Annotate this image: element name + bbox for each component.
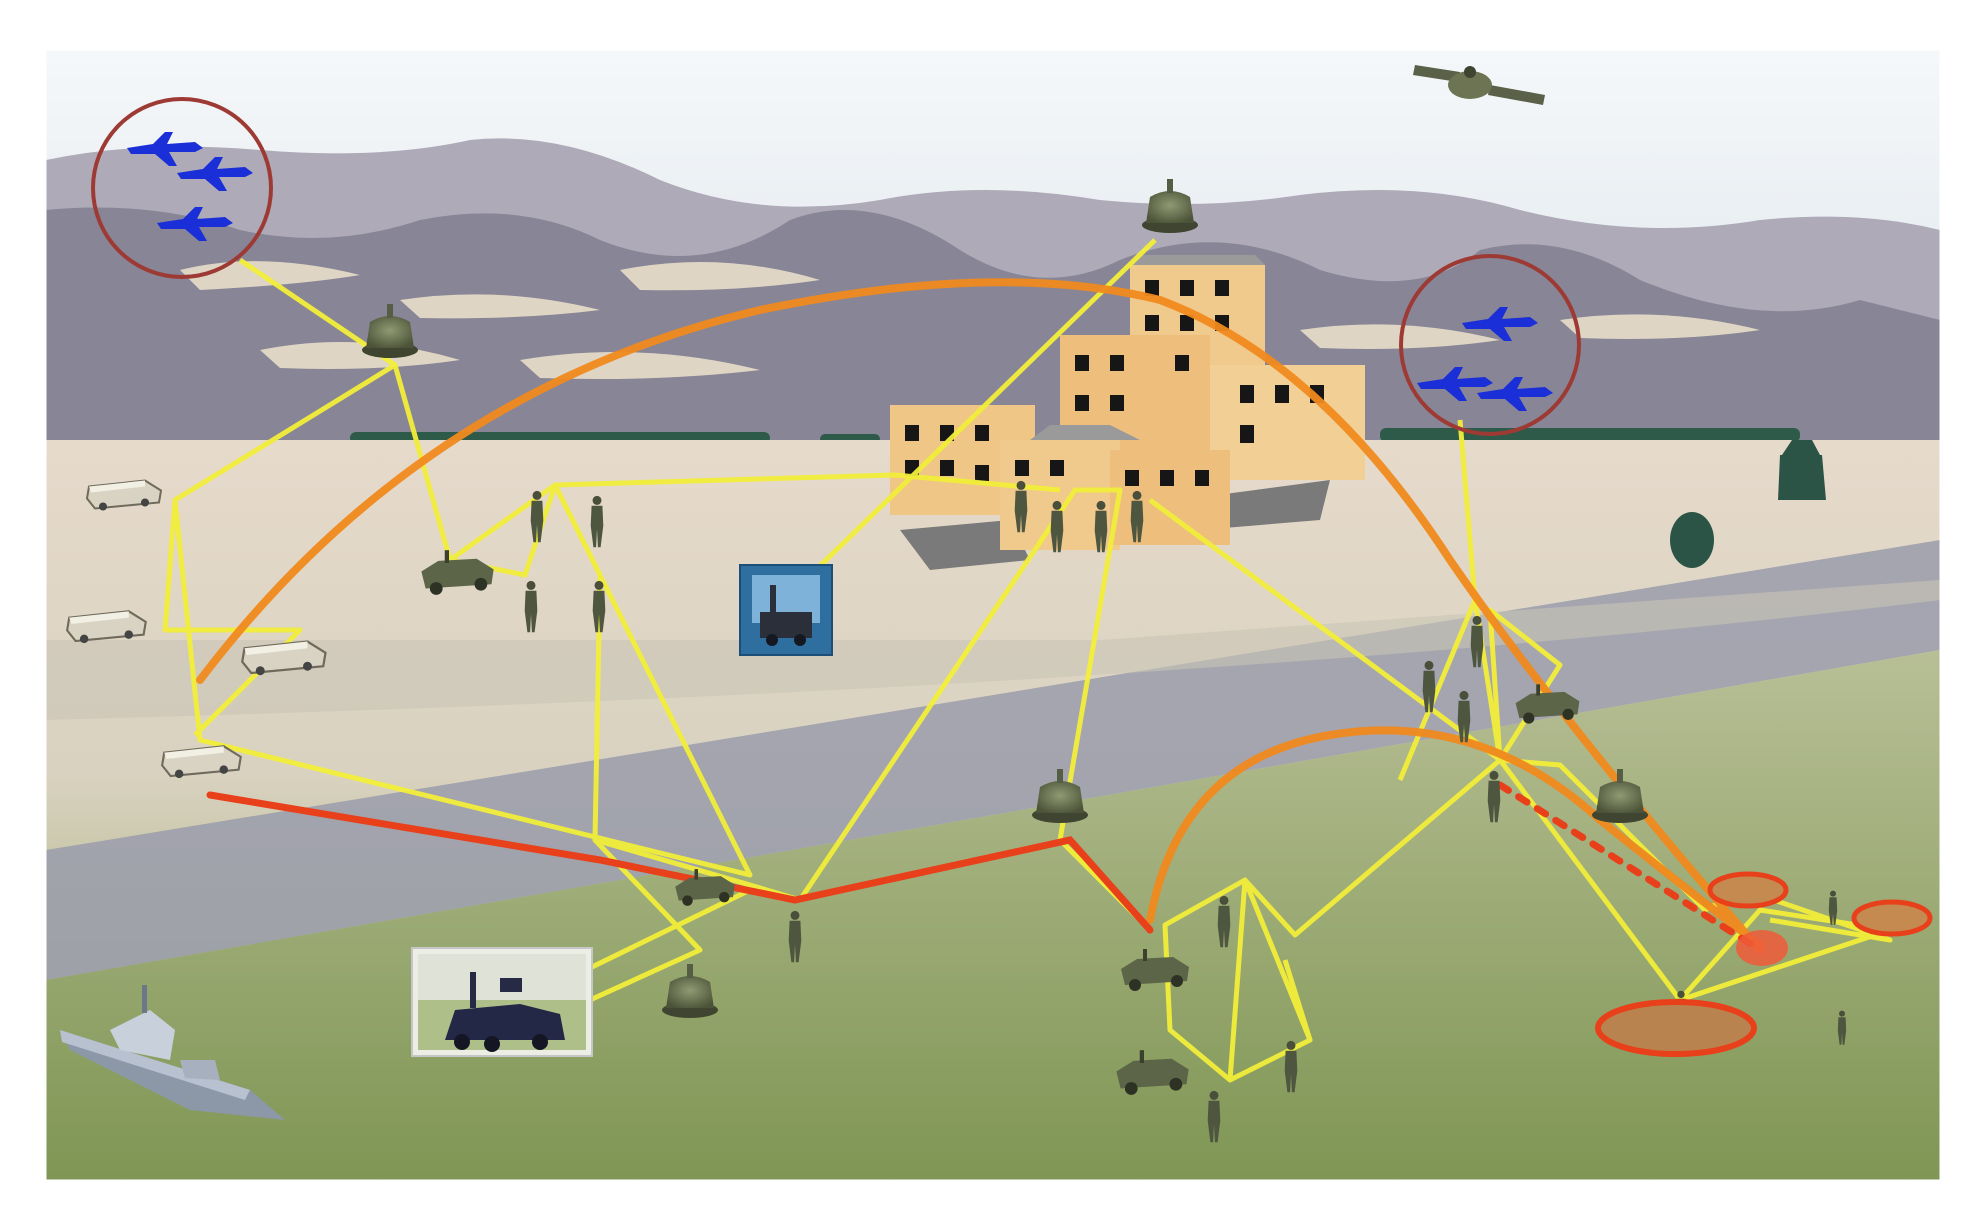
network-links-orange bbox=[196, 278, 1764, 954]
road-diagonal bbox=[46, 540, 1940, 980]
ground-robot-photo bbox=[411, 947, 593, 1057]
satellite-icon bbox=[1413, 65, 1545, 105]
formation-ring-right bbox=[1399, 254, 1581, 436]
formation-ring-left bbox=[91, 97, 273, 279]
distant-structure-icon bbox=[1778, 440, 1826, 500]
target-zone bbox=[1595, 999, 1757, 1057]
target-zone bbox=[1707, 871, 1789, 909]
target-zone bbox=[1851, 899, 1933, 937]
target-zone-hit bbox=[1736, 930, 1788, 966]
distant-tree-icon bbox=[1670, 512, 1714, 568]
aircraft-formation-right bbox=[1399, 254, 1581, 436]
network-links-red bbox=[206, 781, 1764, 954]
warship-icon bbox=[60, 985, 285, 1120]
target-zones bbox=[1595, 871, 1933, 1057]
robot-inset-photo bbox=[739, 564, 833, 656]
aircraft-formation-left bbox=[91, 97, 273, 279]
image-frame bbox=[45, 49, 1941, 1181]
